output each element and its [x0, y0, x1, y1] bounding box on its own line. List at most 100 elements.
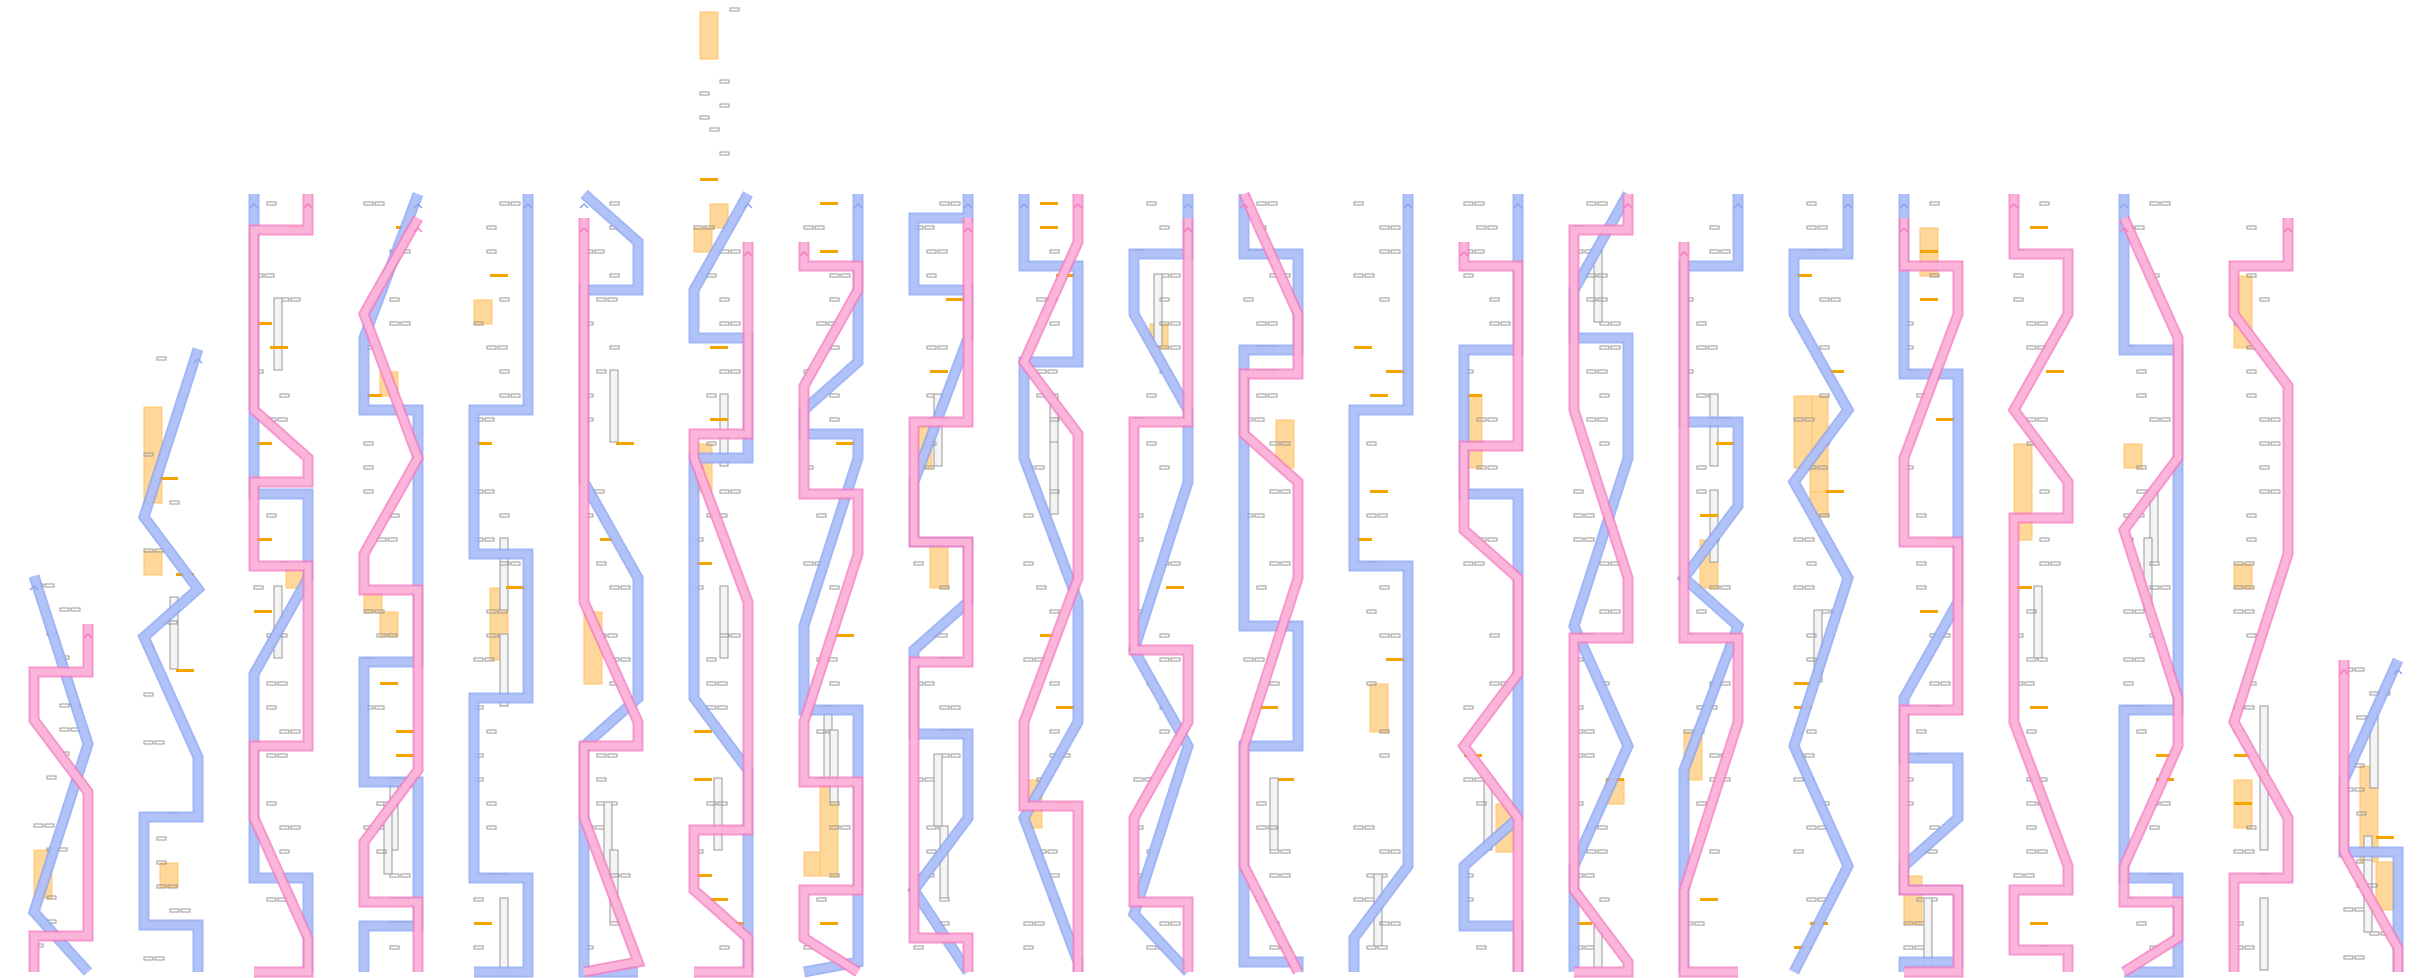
feature-box: [484, 489, 495, 494]
feature-box: [1584, 537, 1595, 542]
feature-dash: [1920, 250, 1938, 253]
feature-dash: [946, 298, 964, 301]
feature-box: [730, 633, 741, 638]
feature-box: [143, 548, 154, 553]
feature-box: [1599, 897, 1610, 902]
pink-track: [2120, 216, 2182, 975]
feature-box: [596, 297, 607, 302]
feature-box: [1586, 369, 1597, 374]
feature-box: [1159, 225, 1170, 230]
feature-box: [1476, 945, 1487, 950]
feature-dash: [2030, 226, 2048, 229]
feature-box: [1597, 849, 1608, 854]
feature-box: [2123, 609, 2134, 614]
feature-box: [1159, 729, 1170, 734]
feature-box: [1707, 345, 1718, 350]
feature-dash: [710, 898, 728, 901]
blue-track: [360, 192, 422, 972]
feature-box: [374, 609, 385, 614]
feature-dash: [160, 477, 178, 480]
feature-box: [1280, 849, 1291, 854]
feature-box: [706, 681, 717, 686]
feature-box: [939, 897, 950, 902]
feature-box: [2039, 537, 2050, 542]
feature-box: [1903, 921, 1914, 926]
feature-box: [1269, 849, 1280, 854]
caret-icon: [1239, 202, 1249, 209]
feature-box: [840, 273, 851, 278]
caret-icon: [1073, 202, 1083, 209]
read-stack: [2033, 585, 2043, 659]
feature-box: [2160, 801, 2171, 806]
caret-icon: [193, 357, 203, 364]
pink-track: [1130, 218, 1192, 972]
feature-box: [1806, 225, 1817, 230]
feature-box: [950, 705, 961, 710]
feature-box: [719, 369, 730, 374]
feature-box: [1146, 441, 1157, 446]
feature-box: [1159, 321, 1170, 326]
feature-box: [400, 321, 411, 326]
feature-box: [1709, 225, 1720, 230]
feature-box: [1474, 201, 1485, 206]
feature-box: [1364, 273, 1375, 278]
read-stack: [2259, 897, 2269, 971]
feature-box: [2136, 369, 2147, 374]
feature-box: [59, 703, 70, 708]
feature-box: [486, 729, 497, 734]
feature-dash: [930, 370, 948, 373]
feature-box: [266, 705, 277, 710]
feature-box: [279, 729, 290, 734]
blue-track: [30, 574, 92, 975]
caret-icon: [1899, 226, 1909, 233]
feature-box: [1819, 297, 1830, 302]
feature-box: [926, 249, 937, 254]
feature-box: [1500, 321, 1511, 326]
feature-box: [1269, 945, 1280, 950]
feature-box: [1804, 753, 1815, 758]
feature-box: [1159, 465, 1170, 470]
feature-box: [950, 201, 961, 206]
feature-box: [266, 801, 277, 806]
feature-box: [1793, 849, 1804, 854]
read-stack: [1049, 441, 1059, 515]
feature-box: [913, 945, 924, 950]
caret-icon: [2119, 226, 2129, 233]
feature-dash: [474, 442, 492, 445]
feature-box: [473, 321, 484, 326]
caret-icon: [799, 250, 809, 257]
highlight-block: [709, 203, 729, 229]
feature-box: [693, 225, 704, 230]
feature-dash: [1370, 394, 1388, 397]
caret-icon: [2339, 668, 2349, 675]
feature-box: [730, 369, 741, 374]
feature-box: [266, 513, 277, 518]
feature-box: [2136, 921, 2147, 926]
feature-box: [2149, 417, 2160, 422]
feature-box: [2233, 561, 2244, 566]
feature-box: [924, 777, 935, 782]
feature-box: [596, 561, 607, 566]
feature-box: [1806, 633, 1817, 638]
feature-box: [1366, 441, 1377, 446]
feature-box: [2134, 225, 2145, 230]
feature-box: [400, 873, 411, 878]
feature-box: [363, 609, 374, 614]
feature-box: [1254, 657, 1265, 662]
feature-box: [1819, 345, 1830, 350]
caret-icon: [303, 202, 313, 209]
highlight-block: [803, 851, 823, 877]
feature-box: [1023, 561, 1034, 566]
feature-box: [376, 849, 387, 854]
feature-box: [1806, 825, 1817, 830]
feature-box: [1243, 657, 1254, 662]
feature-box: [1599, 561, 1610, 566]
feature-box: [44, 823, 55, 828]
feature-box: [2246, 225, 2257, 230]
feature-box: [2160, 201, 2171, 206]
pink-track: [2230, 218, 2292, 972]
feature-box: [2259, 465, 2270, 470]
feature-box: [70, 607, 81, 612]
pink-track: [580, 218, 643, 976]
feature-box: [44, 583, 55, 588]
